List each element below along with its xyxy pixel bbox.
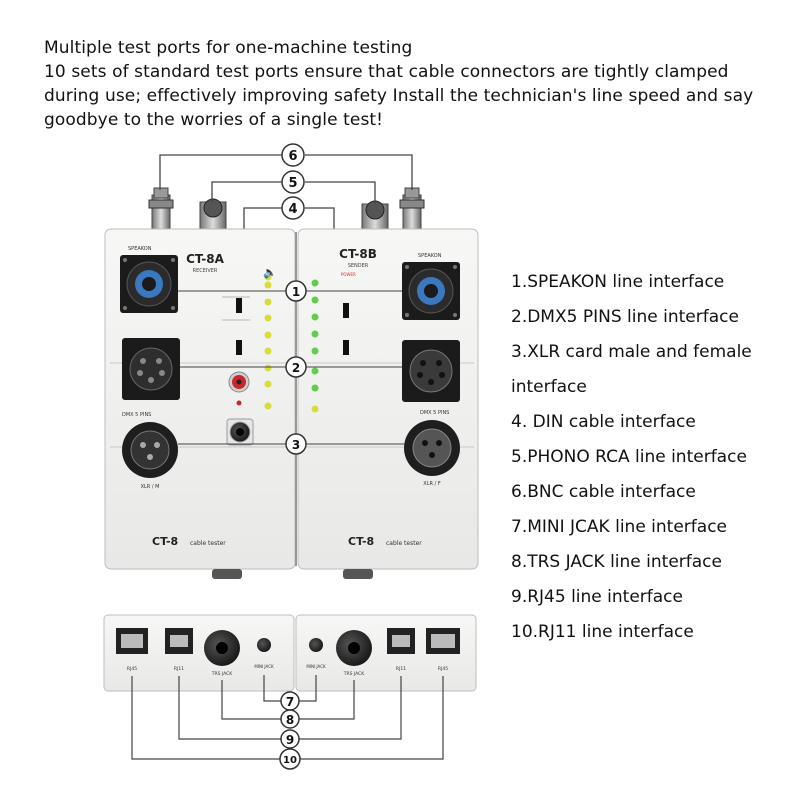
trs-jack-front (226, 418, 254, 446)
legend-item: 8.TRS JACK line interface (511, 552, 722, 572)
legend-item: 4. DIN cable interface (511, 412, 696, 432)
dmx-label-right: DMX 5 PINS (420, 410, 449, 416)
sender-switches (343, 303, 349, 355)
callout-1: 1 (285, 280, 307, 302)
trs-jack-left (204, 630, 240, 666)
rj11-label-right: RJ11 (396, 666, 406, 672)
speakon-connector-left (120, 255, 178, 313)
brand-right-sub: cable tester (386, 540, 422, 547)
svg-text:4: 4 (288, 202, 297, 217)
speakon-label-left: SPEAKON (128, 246, 152, 252)
brand-left-sub: cable tester (190, 540, 226, 547)
legend-item: 1.SPEAKON line interface (511, 272, 725, 292)
mini-label-left: MINI JACK (254, 664, 274, 669)
callout-badges: 6 5 4 1 2 3 7 8 (279, 143, 307, 770)
mini-jack-left (257, 638, 271, 652)
svg-text:7: 7 (286, 695, 294, 709)
speaker-icon: 🔈 (263, 266, 277, 279)
svg-text:2: 2 (292, 361, 300, 375)
svg-text:8: 8 (286, 713, 294, 727)
callout-4: 4 (281, 196, 305, 220)
bottom-panel (103, 614, 477, 692)
rj45-port-right (426, 628, 460, 654)
callout-2: 2 (285, 356, 307, 378)
callout-8: 8 (280, 709, 300, 729)
din-connector-left (199, 198, 227, 231)
bnc-connector-right (399, 187, 425, 230)
legend-item: 10.RJ11 line interface (511, 622, 694, 642)
rj11-label-left: RJ11 (174, 666, 184, 672)
receiver-model-label: CT-8A (186, 252, 225, 266)
brand-right: CT-8 (348, 535, 374, 548)
callout-3: 3 (285, 433, 307, 455)
svg-text:10: 10 (283, 755, 297, 766)
receiver-leds (264, 273, 272, 410)
xlr-female-label: XLR / F (423, 481, 441, 487)
dmx-label-left: DMX 5 PINS (122, 412, 151, 418)
trs-label-right: TRS JACK (343, 671, 366, 677)
legend-item: 9.RJ45 line interface (511, 587, 683, 607)
interface-legend: 1.SPEAKON line interface 2.DMX5 PINS lin… (511, 265, 791, 650)
xlr-female-connector (404, 420, 460, 476)
svg-text:6: 6 (288, 149, 297, 164)
svg-text:3: 3 (292, 438, 300, 452)
rj11-port-right (387, 628, 415, 654)
intro-heading: Multiple test ports for one-machine test… (44, 38, 413, 58)
legend-item: 6.BNC cable interface (511, 482, 696, 502)
rj45-label-left: RJ45 (127, 666, 137, 672)
rj11-port-left (165, 628, 193, 654)
callout-10: 10 (279, 748, 301, 770)
receiver-sub-label: RECEIVER (193, 268, 218, 274)
dmx-connector-left (122, 338, 180, 400)
mini-label-right: MINI JACK (306, 664, 326, 669)
dmx-connector-right (402, 340, 460, 402)
speakon-label-right: SPEAKON (418, 253, 442, 259)
rj45-label-right: RJ45 (438, 666, 448, 672)
callout-6: 6 (281, 143, 305, 167)
sender-sub-label: SENDER (348, 263, 369, 269)
intro-text: Multiple test ports for one-machine test… (44, 36, 784, 132)
brand-left: CT-8 (152, 535, 178, 548)
power-label: POWER (341, 272, 356, 277)
bottom-callout-lines (131, 675, 444, 760)
sender-leds (311, 279, 319, 413)
rj45-port-left (116, 628, 148, 654)
legend-item: 2.DMX5 PINS line interface (511, 307, 739, 327)
legend-item: 3.XLR card male and female interface (511, 342, 752, 397)
xlr-male-label: XLR / M (141, 484, 160, 490)
svg-text:9: 9 (286, 733, 294, 747)
legend-item: 5.PHONO RCA line interface (511, 447, 747, 467)
intro-body: 10 sets of standard test ports ensure th… (44, 62, 754, 130)
callout-7: 7 (280, 691, 300, 711)
svg-text:1: 1 (292, 285, 300, 299)
top-callout-lines (159, 154, 413, 232)
callout-5: 5 (281, 170, 305, 194)
mini-jack-right (309, 638, 323, 652)
receiver-switches (222, 296, 250, 355)
din-connector-right (361, 200, 389, 231)
trs-jack-right (336, 630, 372, 666)
svg-text:5: 5 (288, 176, 297, 191)
rca-jack (228, 371, 250, 406)
legend-item: 7.MINI JCAK line interface (511, 517, 728, 537)
callout-9: 9 (280, 729, 300, 749)
speakon-connector-right (402, 262, 460, 320)
xlr-male-connector (122, 422, 178, 478)
trs-label-left: TRS JACK (211, 671, 234, 677)
bnc-connector-left (148, 187, 174, 230)
sender-model-label: CT-8B (339, 247, 377, 261)
